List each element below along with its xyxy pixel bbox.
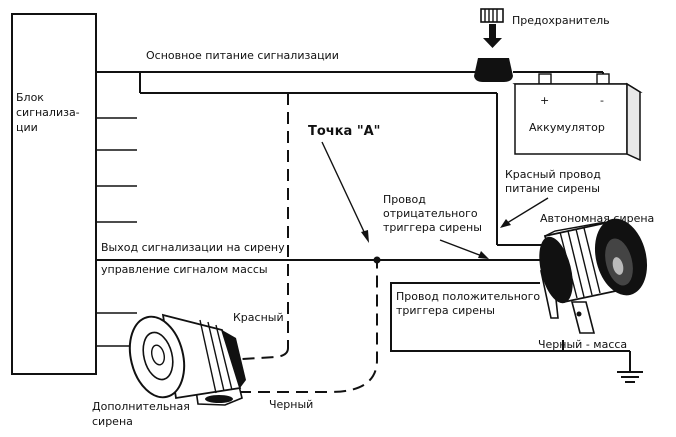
neg-trigger-arrow bbox=[439, 239, 483, 257]
neg-trigger-label-2: отрицательного bbox=[383, 207, 478, 220]
point-a-arrow-head bbox=[361, 230, 369, 243]
pos-trigger-label-2: триггера сирены bbox=[396, 304, 495, 317]
red-label: Красный bbox=[233, 311, 284, 324]
ground-wire bbox=[562, 340, 643, 383]
red-wire-arrow bbox=[506, 197, 549, 224]
black-ground-label: Черный - масса bbox=[538, 338, 627, 351]
neg-trigger-label-1: Провод bbox=[383, 193, 426, 206]
extra-siren-icon bbox=[128, 313, 246, 406]
neg-trigger-arrow-head bbox=[478, 251, 489, 259]
red-wire-label-1: Красный провод bbox=[505, 168, 601, 181]
battery-label: Аккумулятор bbox=[529, 121, 605, 134]
fuse-label: Предохранитель bbox=[512, 14, 610, 27]
main-power-label: Основное питание сигнализации bbox=[146, 49, 339, 62]
dashed-red-wire bbox=[241, 93, 289, 360]
red-wire-arrow-head bbox=[500, 219, 511, 228]
black-label: Черный bbox=[269, 398, 313, 411]
red-wire-label-2: питание сирены bbox=[505, 182, 600, 195]
siren-output-wire: Выход сигнализации на сирену управление … bbox=[96, 241, 540, 276]
alarm-unit-label-1: Блок bbox=[16, 91, 44, 104]
autonomous-siren-icon bbox=[539, 218, 648, 334]
alarm-unit-label-2: сигнализа- bbox=[16, 106, 80, 119]
point-a-arrow bbox=[321, 141, 367, 237]
dashed-black-wire bbox=[239, 263, 378, 393]
point-a-label: Точка "А" bbox=[308, 124, 380, 139]
pos-trigger-label-1: Провод положительного bbox=[396, 290, 540, 303]
battery-minus-label: - bbox=[600, 94, 604, 107]
siren-output-label: Выход сигнализации на сирену bbox=[101, 241, 285, 254]
extra-siren-label-2: сирена bbox=[92, 415, 133, 428]
battery: + - Аккумулятор bbox=[512, 73, 643, 162]
neg-trigger-label-3: триггера сирены bbox=[383, 221, 482, 234]
ground-control-label: управление сигналом массы bbox=[101, 263, 268, 276]
battery-plus-label: + bbox=[540, 94, 549, 107]
fuse: Предохранитель bbox=[474, 8, 610, 82]
alarm-unit-label-3: ции bbox=[16, 121, 38, 134]
alarm-unit: Блок сигнализа- ции bbox=[11, 13, 97, 375]
extra-siren-label-1: Дополнительная bbox=[92, 400, 190, 413]
positive-trigger-wire: Провод положительного триггера сирены bbox=[390, 282, 563, 352]
